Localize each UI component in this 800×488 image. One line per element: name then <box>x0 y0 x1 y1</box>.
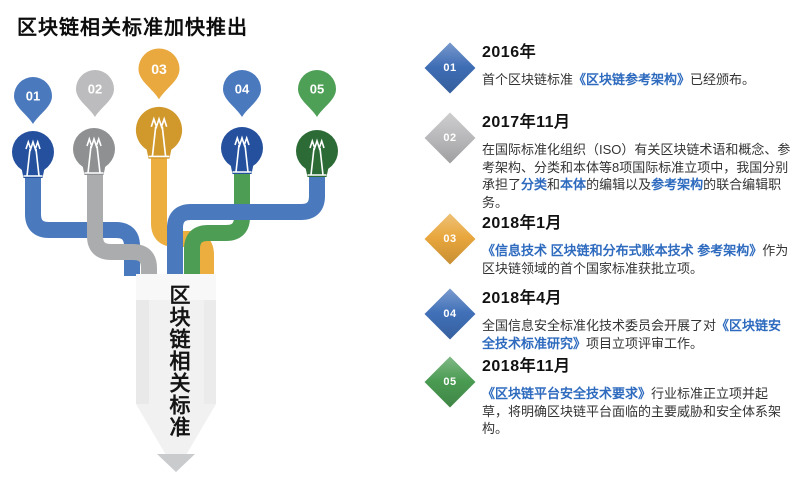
timeline-body: 全国信息安全标准化技术委员会开展了对《区块链安全技术标准研究》项目立项评审工作。 <box>482 317 794 352</box>
pencil-left-facet <box>136 300 149 404</box>
body-text: 已经颁布。 <box>690 72 756 87</box>
pin-icon <box>298 70 336 117</box>
timeline-date: 2018年11月 <box>482 358 571 375</box>
pin-number: 03 <box>151 61 167 77</box>
pipe-05 <box>167 170 325 276</box>
timeline-date: 2017年11月 <box>482 114 571 131</box>
diamond-number: 02 <box>443 132 457 144</box>
filament-icon <box>148 116 170 158</box>
standard-link-text: 《区块链平台安全技术要求》 <box>482 386 652 401</box>
pin-icon <box>138 48 180 100</box>
bulb-02 <box>73 128 115 175</box>
pencil-top-band <box>136 274 216 300</box>
body-text: 首个区块链标准 <box>482 72 574 87</box>
standard-link-text: 分类 <box>521 177 548 192</box>
body-text: 项目立项评审工作。 <box>586 335 704 351</box>
timeline-date: 2018年4月 <box>482 290 562 307</box>
body-text: 全国信息安全标准化技术委员会开展了对 <box>482 318 717 333</box>
pipe-02 <box>87 166 157 276</box>
pencil-label: 区块链相关标准 <box>167 284 190 438</box>
diamond-number: 05 <box>443 376 457 388</box>
timeline-body: 《区块链平台安全技术要求》行业标准正立项并起草，将明确区块链平台面临的主要威胁和… <box>482 385 794 438</box>
timeline-body: 《信息技术 区块链和分布式账本技术 参考架构》作为区块链领域的首个国家标准获批立… <box>482 242 794 277</box>
standard-link-text: 参考架构 <box>651 177 704 192</box>
pipe-01 <box>25 170 140 276</box>
pin-01: 01 <box>14 77 52 124</box>
pin-number: 02 <box>88 82 102 97</box>
body-text: 行业标准正立项并起草，将明确区块链平台面临的主要威胁和安全体系架构。 <box>482 386 782 436</box>
timeline-content: 2018年11月 《区块链平台安全技术要求》行业标准正立项并起草，将明确区块链平… <box>482 356 794 438</box>
page-title: 区块链相关标准加快推出 <box>17 17 248 39</box>
funnel-graphic: 01 02 03 04 05 <box>12 48 338 472</box>
standard-link-text: 《信息技术 区块链和分布式账本技术 参考架构》 <box>482 243 763 258</box>
filament-icon <box>84 136 104 174</box>
timeline-body: 首个区块链标准《区块链参考架构》已经颁布。 <box>482 71 794 89</box>
timeline-item-2018-01: 03 2018年1月 《信息技术 区块链和分布式账本技术 参考架构》作为区块链领… <box>420 213 798 277</box>
diamond-number: 01 <box>443 62 457 74</box>
filament-icon <box>232 135 252 173</box>
body-text: 作为区块链领域的首个国家标准获批立项。 <box>482 243 789 276</box>
diamond-marker: 01 <box>424 42 476 94</box>
filament-icon <box>307 138 327 176</box>
timeline-body: 在国际标准化组织（ISO）有关区块链术语和概念、参考架构、分类和本体等8项国际标… <box>482 141 794 211</box>
pin-02: 02 <box>76 70 114 117</box>
pin-icon <box>76 70 114 117</box>
timeline-date: 2016年 <box>482 44 537 61</box>
standard-link-text: 《区块链安全技术标准研究》 <box>482 318 782 351</box>
pencil-tip <box>157 454 195 472</box>
timeline: 01 2016年 首个区块链标准《区块链参考架构》已经颁布。 02 2017年1… <box>420 0 800 488</box>
standard-link-text: 本体 <box>560 177 587 192</box>
diamond-marker: 04 <box>424 288 476 340</box>
body-text: 的编辑以及 <box>586 177 652 192</box>
bulb-03 <box>135 106 183 159</box>
bulb-04 <box>221 127 263 174</box>
diamond-number: 04 <box>443 308 457 320</box>
timeline-item-2018-11: 05 2018年11月 《区块链平台安全技术要求》行业标准正立项并起草，将明确区… <box>420 356 798 438</box>
pencil-body <box>136 274 216 472</box>
diamond-marker: 05 <box>424 356 476 408</box>
bulb-05 <box>296 130 338 177</box>
pin-04: 04 <box>223 70 261 117</box>
timeline-date: 2018年1月 <box>482 215 562 232</box>
filament-icon <box>23 139 43 177</box>
pin-05: 05 <box>298 70 336 117</box>
bulb-01 <box>12 131 54 178</box>
timeline-item-2016: 01 2016年 首个区块链标准《区块链参考架构》已经颁布。 <box>420 42 798 94</box>
timeline-item-2018-04: 04 2018年4月 全国信息安全标准化技术委员会开展了对《区块链安全技术标准研… <box>420 288 798 352</box>
timeline-item-2017-11: 02 2017年11月 在国际标准化组织（ISO）有关区块链术语和概念、参考架构… <box>420 112 798 211</box>
pipe-04 <box>184 166 250 276</box>
timeline-content: 2016年 首个区块链标准《区块链参考架构》已经颁布。 <box>482 42 794 89</box>
pencil <box>136 274 216 472</box>
pencil-right-facet <box>204 300 216 404</box>
diamond-number: 03 <box>443 233 457 245</box>
body-text: 和 <box>547 177 561 192</box>
standard-link-text: 《区块链参考架构》 <box>573 72 691 87</box>
diamond-marker: 02 <box>424 112 476 164</box>
pin-number: 05 <box>310 82 324 97</box>
timeline-content: 2018年1月 《信息技术 区块链和分布式账本技术 参考架构》作为区块链领域的首… <box>482 213 794 277</box>
pin-number: 04 <box>235 82 250 97</box>
pin-icon <box>14 77 52 124</box>
pin-icon <box>223 70 261 117</box>
timeline-content: 2018年4月 全国信息安全标准化技术委员会开展了对《区块链安全技术标准研究》项… <box>482 288 794 352</box>
diamond-marker: 03 <box>424 213 476 265</box>
body-text: 在国际标准化组织（ISO）有关区块链术语和概念、参考架构、分类和本体等8项国际标… <box>482 142 791 192</box>
timeline-content: 2017年11月 在国际标准化组织（ISO）有关区块链术语和概念、参考架构、分类… <box>482 112 794 211</box>
body-text: 的联合编辑职务。 <box>482 177 782 210</box>
pin-number: 01 <box>26 89 40 104</box>
pin-03: 03 <box>138 48 180 100</box>
